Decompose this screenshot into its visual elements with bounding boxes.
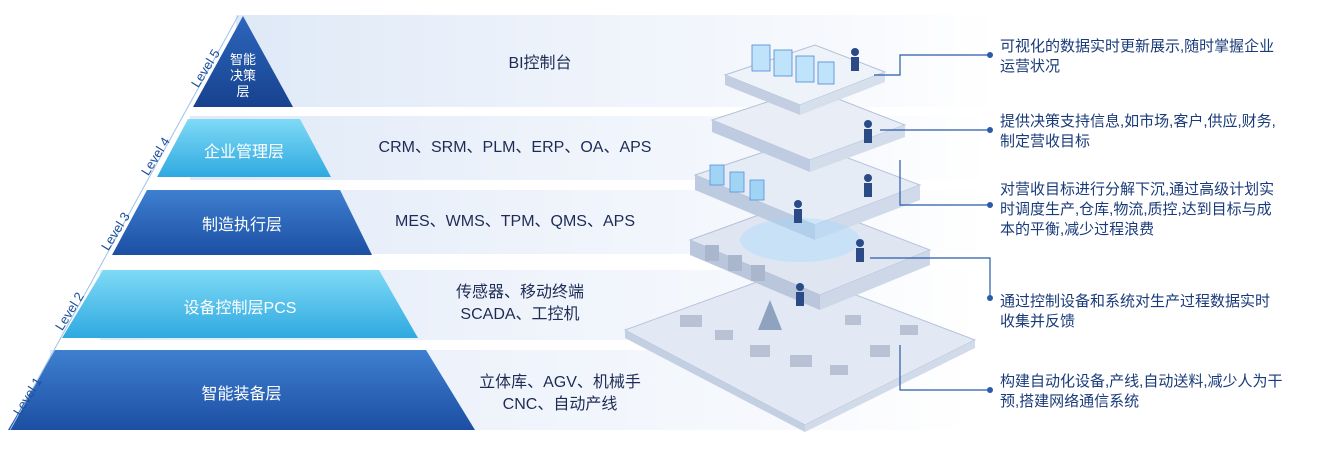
layer-name-1: 智能装备层 xyxy=(201,386,282,403)
pyramid-level1 xyxy=(8,350,475,430)
systems-level3: MES、WMS、TPM、QMS、APS xyxy=(394,213,635,230)
layer-name-2: 设备控制层PCS xyxy=(183,300,297,317)
pyramid-level5 xyxy=(193,16,293,107)
connector-lines xyxy=(870,54,991,391)
desc-level5: 可视化的数据实时更新展示,随时掌握企业 运营状况 xyxy=(1000,38,1275,75)
desc-level3: 对营收目标进行分解下沉,通过高级计划实 时调度生产,仓库,物流,质控,达到目标与… xyxy=(1000,181,1275,238)
systems-level2: 传感器、移动终端 SCADA、工控机 xyxy=(455,284,584,323)
level-axis-line xyxy=(9,15,239,431)
pyramid-level3 xyxy=(112,190,372,255)
systems-level1: 立体库、AGV、机械手 CNC、自动产线 xyxy=(479,374,641,413)
layer-name-3: 制造执行层 xyxy=(201,217,282,234)
desc-level4: 提供决策支持信息,如市场,客户,供应,财务, 制定营收目标 xyxy=(1000,113,1276,150)
band-level5 xyxy=(236,15,996,107)
layer-name-5: 智能 决策 层 xyxy=(229,52,256,99)
pyramid-level4 xyxy=(157,119,331,177)
systems-level4: CRM、SRM、PLM、ERP、OA、APS xyxy=(378,139,652,156)
layer-name-4: 企业管理层 xyxy=(203,144,284,161)
factory-tower-illustration xyxy=(623,44,977,432)
desc-level1: 构建自动化设备,产线,自动送料,减少人为干 预,搭建网络通信系统 xyxy=(1000,373,1283,410)
desc-level2: 通过控制设备和系统对生产过程数据实时 收集并反馈 xyxy=(1000,293,1271,330)
pyramid-level2 xyxy=(62,270,418,338)
systems-level5: BI控制台 xyxy=(508,55,572,72)
